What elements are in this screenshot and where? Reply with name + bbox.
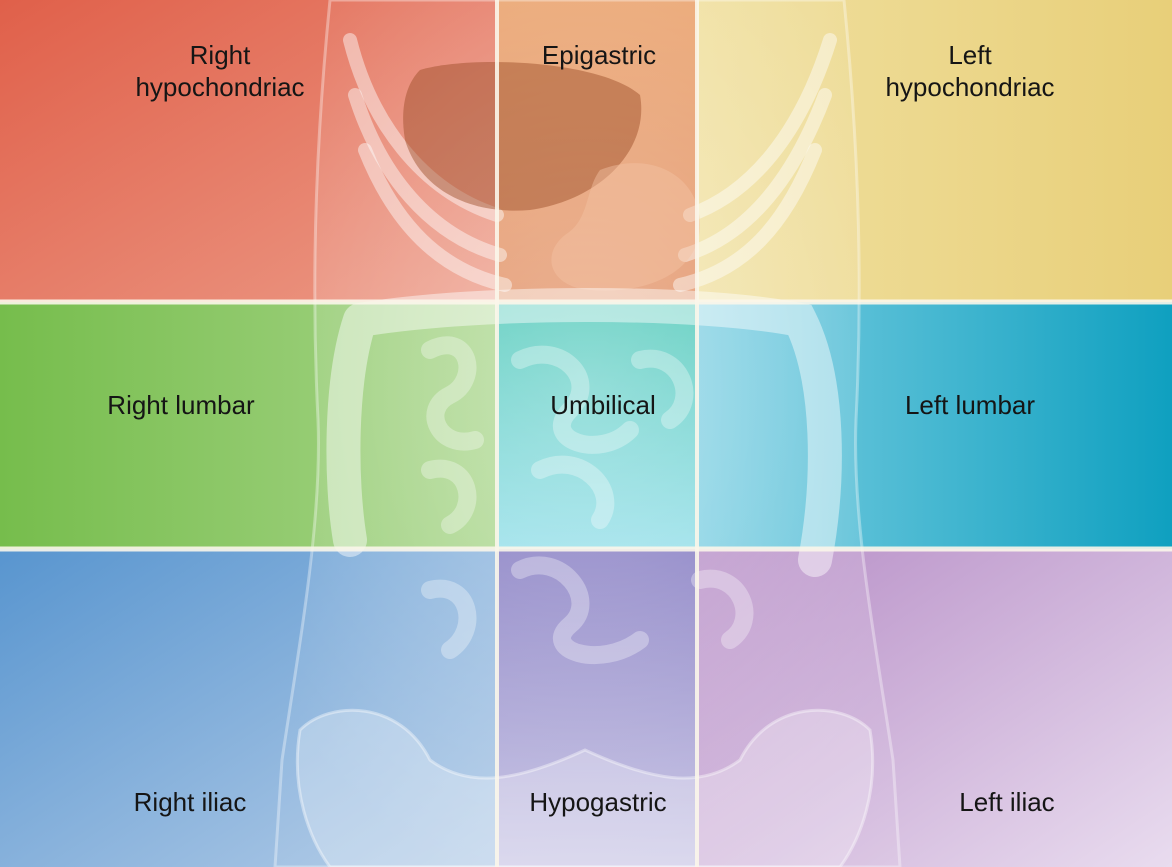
- label-right-lumbar: Right lumbar: [107, 390, 255, 420]
- label-hypogastric: Hypogastric: [529, 787, 667, 817]
- label-epigastric: Epigastric: [541, 40, 657, 70]
- label-left-iliac: Left iliac: [959, 787, 1055, 817]
- pelvis-shape: [295, 708, 875, 867]
- label-left-hypochondriac: Left hypochondriac: [885, 40, 1055, 102]
- liver-shape: [403, 62, 642, 211]
- label-right-iliac: Right iliac: [133, 787, 247, 817]
- label-umbilical: Umbilical: [550, 390, 656, 420]
- stomach-shape: [551, 163, 700, 291]
- label-right-hypochondriac: Right hypochondriac: [135, 40, 305, 102]
- torso-silhouette: [273, 0, 902, 867]
- large-intestine-shape: [326, 288, 842, 577]
- small-intestine-loops: [421, 336, 754, 664]
- label-left-lumbar: Left lumbar: [904, 390, 1036, 420]
- rib-cage: [343, 33, 837, 292]
